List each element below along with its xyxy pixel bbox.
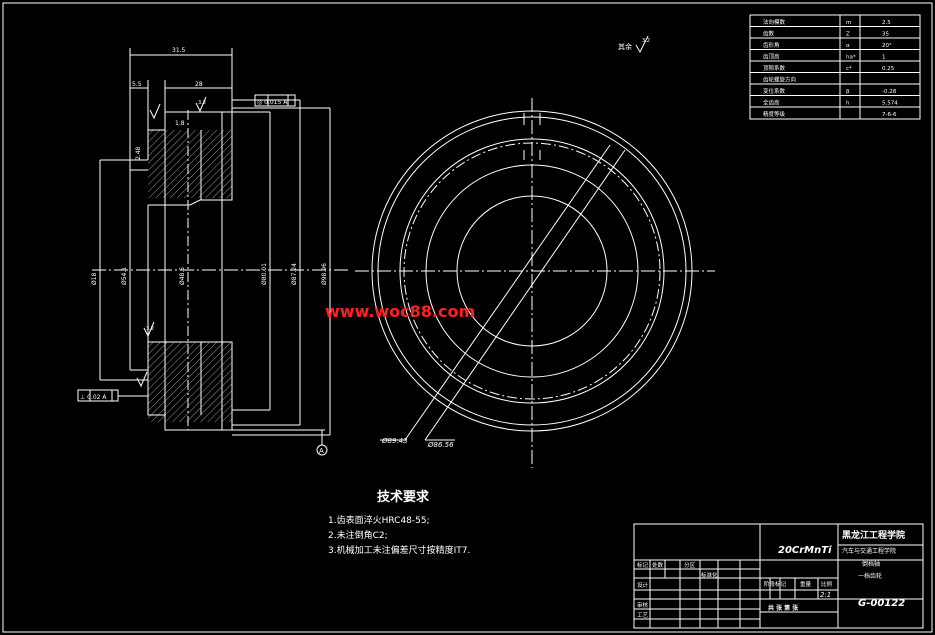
param-sym: Z [846, 32, 850, 38]
row-label: 工艺 [637, 612, 649, 619]
tolerance-bottom: ⊥ 0.02 A [80, 394, 107, 401]
param-name: 精度等级 [763, 110, 786, 118]
tech-req-item: 2.未注倒角C2; [328, 529, 388, 541]
dim-d-pitch: Ø87.24 [291, 263, 298, 285]
drawing-number: G-00122 [858, 598, 905, 609]
param-sym: α [846, 43, 850, 49]
param-table [749, 14, 921, 120]
front-view [355, 98, 715, 468]
param-name: 齿数 [763, 30, 775, 38]
dim-d-mid: Ø48.5 [179, 267, 186, 285]
stage-label: 阶段标记 [764, 580, 787, 588]
front-view-labels: Ø89.43 Ø86.56 [381, 437, 454, 449]
dim-chamfer: 1.8 [175, 120, 185, 127]
sheets-label: 共 张 第 张 [768, 604, 799, 612]
hatch-bottom [148, 342, 232, 422]
roughness-bottom: 3.2 [146, 326, 154, 332]
param-name: 顶隙系数 [763, 64, 786, 72]
param-val: 1 [882, 55, 886, 61]
dim-d-bore: Ø18 [91, 272, 98, 285]
param-sym: m [846, 20, 851, 26]
row-label: 标准化 [701, 571, 718, 579]
param-val: 20° [882, 43, 892, 49]
row-label: 审核 [637, 601, 649, 609]
dim-left-small: 2.48 [135, 146, 142, 160]
scale-label: 比例 [821, 580, 833, 588]
dept-name: 汽车与交通工程学院 [842, 547, 896, 555]
param-name: 全齿高 [763, 99, 780, 107]
dim-d1: Ø89.43 [381, 437, 408, 445]
param-table-text: 法向模数 m 2.5 齿数 Z 35 齿形角 α 20° 齿顶高 ha* 1 顶… [763, 18, 898, 118]
part-name-1: 倒档轴 [862, 560, 880, 568]
roughness-top: 3.2 [198, 100, 206, 106]
param-val: 5.574 [882, 101, 898, 107]
param-sym: c* [846, 66, 852, 72]
title-block [633, 523, 924, 629]
datum-label: A [319, 447, 324, 455]
part-name-2: 一档齿轮 [858, 572, 882, 580]
dim-d2: Ø86.56 [427, 441, 454, 449]
param-sym: β [846, 89, 850, 95]
param-name: 变位系数 [763, 87, 786, 95]
row-label: 分区 [684, 561, 696, 569]
hatch-top [148, 130, 232, 198]
row-label: 处数 [652, 561, 664, 569]
param-val: 7-6-6 [882, 112, 897, 118]
dim-d-body: Ø80.01 [261, 263, 268, 285]
scale-value: 2:1 [820, 591, 831, 599]
school-name: 黑龙江工程学院 [842, 529, 905, 541]
param-sym: ha* [846, 55, 856, 61]
tech-req-item: 1.齿表面淬火HRC48-55; [328, 514, 430, 526]
param-name: 齿轮螺旋方向 [763, 76, 796, 84]
tech-req-item: 3.机械加工未注偏差尺寸按精度IT7. [328, 544, 470, 556]
param-val: 2.5 [882, 20, 891, 26]
param-val: -0.28 [882, 89, 897, 95]
param-val: 35 [882, 32, 889, 38]
section-view-labels: 31.5 28 5.5 1.8 2.48 Ø18 Ø54.1 Ø48.5 Ø80… [80, 47, 328, 455]
title-block-text: 20CrMnTi 黑龙江工程学院 汽车与交通工程学院 倒档轴 一档齿轮 标记 处… [637, 529, 905, 619]
param-name: 法向模数 [763, 18, 786, 26]
material: 20CrMnTi [778, 545, 832, 556]
row-label: 设计 [637, 581, 649, 589]
rest-roughness-value: 3.2 [642, 38, 650, 44]
section-view [77, 48, 350, 456]
dim-d-bore2: Ø54.1 [121, 267, 128, 285]
rest-roughness: 其余 3.2 [618, 35, 650, 54]
param-name: 齿形角 [763, 41, 780, 49]
dim-top-overall: 31.5 [172, 47, 186, 54]
row-label: 标记 [637, 561, 649, 569]
param-val: 0.25 [882, 66, 895, 72]
tech-req-title: 技术要求 [377, 489, 430, 505]
watermark: www.woc88.com [325, 302, 475, 321]
dim-top-face: 28 [195, 81, 203, 88]
rest-roughness-label: 其余 [618, 42, 632, 51]
param-name: 齿顶高 [763, 53, 780, 61]
param-sym: h [846, 101, 850, 107]
weight-label: 重量 [800, 580, 812, 588]
dim-small-step: 5.5 [132, 81, 142, 88]
dim-d-tip: Ø98.96 [321, 263, 328, 285]
tech-requirements: 技术要求 1.齿表面淬火HRC48-55; 2.未注倒角C2; 3.机械加工未注… [328, 489, 470, 556]
tolerance-top: ◎ 0.015 A [257, 99, 288, 106]
